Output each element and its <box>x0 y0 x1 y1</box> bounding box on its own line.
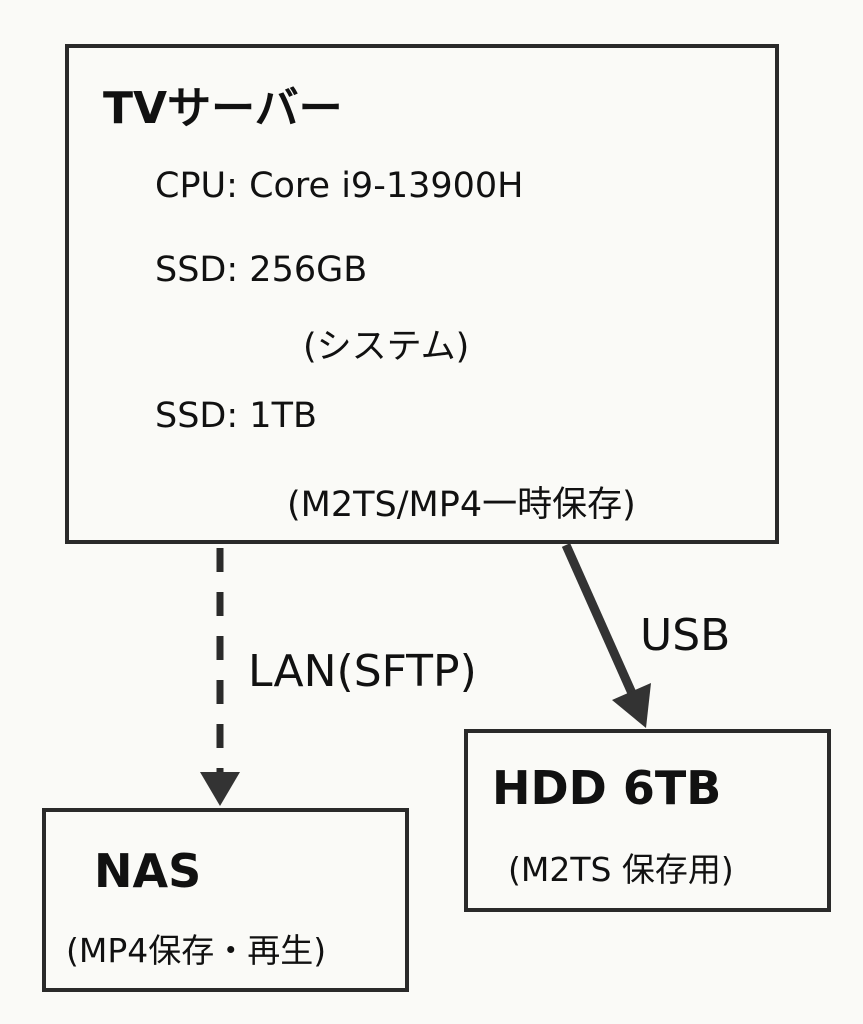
nas-title: NAS <box>94 844 202 898</box>
usb-arrow-line <box>561 543 640 702</box>
nas-box: NAS (MP4保存・再生) <box>42 808 409 992</box>
usb-label: USB <box>640 610 731 661</box>
hdd-title: HDD 6TB <box>492 761 722 815</box>
server-ssd1: SSD: 256GB <box>155 250 368 290</box>
hdd-note: (M2TS 保存用) <box>508 850 734 889</box>
server-ssd2: SSD: 1TB <box>155 396 317 436</box>
server-ssd1-note: (システム) <box>303 327 470 367</box>
server-cpu: CPU: Core i9-13900H <box>155 166 524 206</box>
server-title: TVサーバー <box>103 83 343 134</box>
lan-arrowhead <box>200 772 240 806</box>
server-ssd2-note: (M2TS/MP4一時保存) <box>287 485 636 525</box>
lan-label: LAN(SFTP) <box>248 646 477 697</box>
hdd-box: HDD 6TB (M2TS 保存用) <box>464 729 831 912</box>
nas-note: (MP4保存・再生) <box>66 931 327 970</box>
tv-server-box: TVサーバー CPU: Core i9-13900H SSD: 256GB (シ… <box>65 44 779 544</box>
usb-arrowhead <box>612 683 651 728</box>
